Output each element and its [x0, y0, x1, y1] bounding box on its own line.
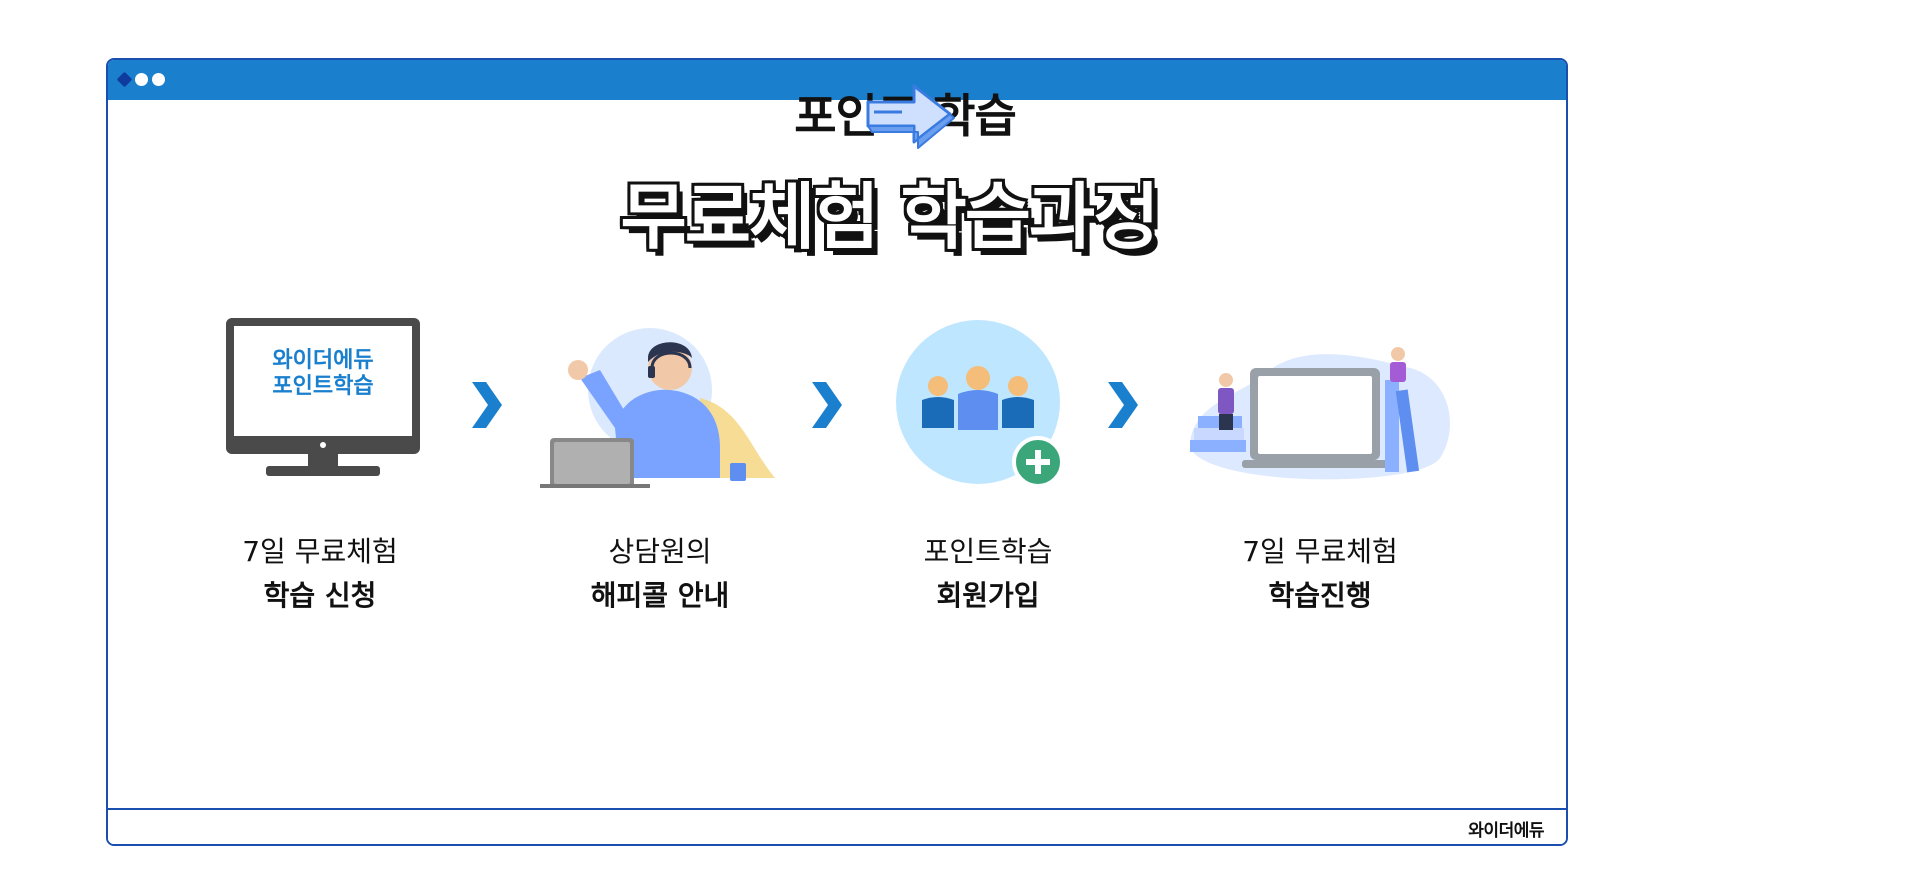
- step-4: [1170, 318, 1470, 578]
- step-4-caption: 7일 무료체험 학습진행: [1170, 530, 1470, 618]
- monitor-text-line2: 포인트학습: [272, 374, 374, 399]
- heading-line2: 무료체험 학습과정: [620, 175, 1160, 259]
- window-titlebar: [108, 60, 1566, 100]
- window-control-3[interactable]: [152, 73, 165, 86]
- window-control-2[interactable]: [135, 73, 148, 86]
- window-controls: [116, 71, 165, 88]
- step-4-line2: 학습진행: [1268, 579, 1372, 612]
- step-2-line1: 상담원의: [608, 535, 712, 568]
- step-1: 와이더에듀 포인트학습: [170, 318, 470, 578]
- heading-line1: 포인트 학습: [794, 89, 1017, 143]
- group-add-icon: [896, 320, 1064, 488]
- monitor-icon: [226, 318, 420, 476]
- step-2-line2: 해피콜 안내: [590, 579, 730, 612]
- chevron-right-icon: [812, 382, 842, 428]
- step-1-caption: 7일 무료체험 학습 신청: [170, 530, 470, 618]
- window-footer: 와이더에듀: [108, 808, 1566, 844]
- monitor-text-line1: 와이더에듀: [272, 348, 374, 373]
- step-1-line2: 학습 신청: [263, 579, 377, 612]
- arrow-right-icon: [866, 84, 955, 149]
- step-2: [520, 318, 820, 578]
- study-laptop-icon: [1190, 347, 1450, 480]
- step-3: [830, 318, 1130, 578]
- call-agent-icon: [540, 328, 775, 488]
- step-4-line1: 7일 무료체험: [1242, 535, 1398, 568]
- step-1-line1: 7일 무료체험: [242, 535, 398, 568]
- step-3-caption: 포인트학습 회원가입: [838, 530, 1138, 618]
- chevron-right-icon: [472, 382, 502, 428]
- step-3-line2: 회원가입: [936, 579, 1040, 612]
- chevron-right-icon: [1108, 382, 1138, 428]
- step-3-line1: 포인트학습: [923, 535, 1053, 568]
- footer-brand: 와이더에듀: [1468, 821, 1544, 841]
- step-2-caption: 상담원의 해피콜 안내: [510, 530, 810, 618]
